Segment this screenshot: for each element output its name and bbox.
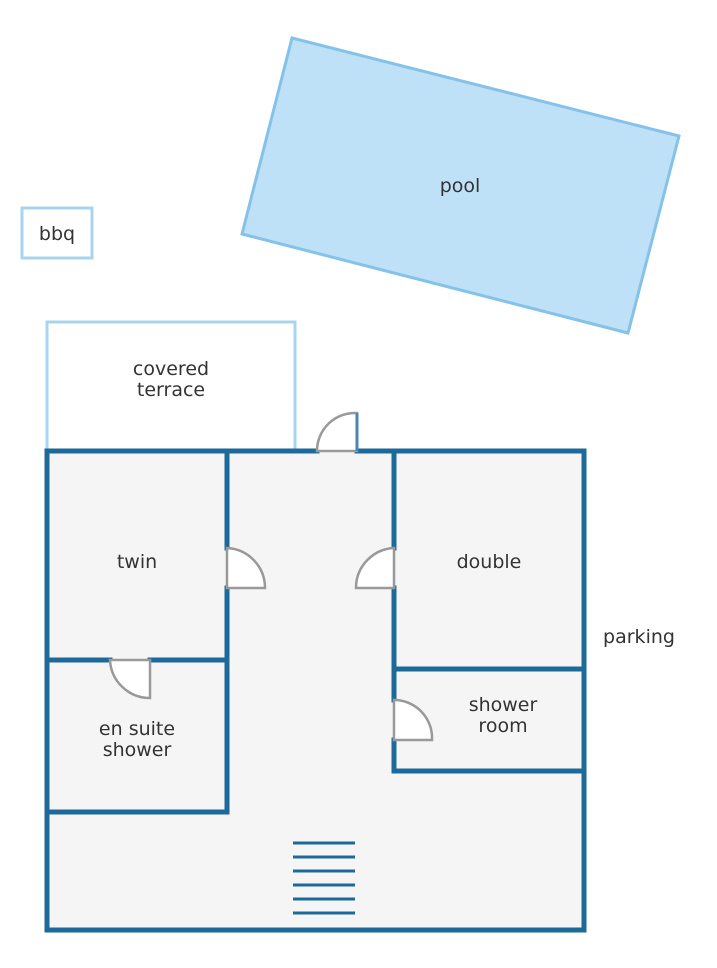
shower-room-label-line1: shower [469,694,538,716]
covered-terrace-label-line2: terrace [137,379,205,401]
covered-terrace-label-line1: covered [133,358,209,380]
pool [240,36,681,335]
en-suite-label-line2: shower [103,739,172,761]
twin-label: twin [117,551,157,573]
shower-room-label-line2: room [478,715,527,737]
bbq [20,206,94,260]
bbq-label: bbq [39,223,75,245]
double-label: double [457,551,522,573]
pool-label: pool [440,175,481,197]
interior-walls [44,448,587,815]
stairs-icon [293,841,355,915]
parking-label: parking [603,626,675,648]
en-suite-label-line1: en suite [99,718,175,740]
door-swing-icon [108,411,434,742]
